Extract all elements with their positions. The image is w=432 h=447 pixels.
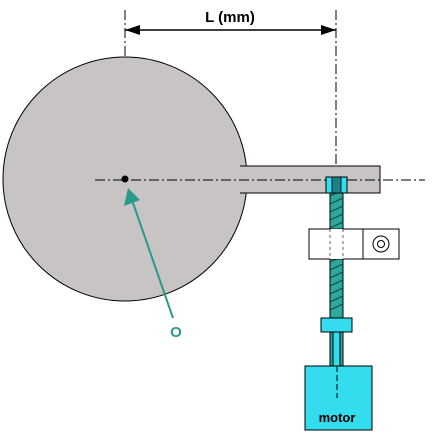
bracket-bolt-inner xyxy=(377,240,385,248)
dimension-arrow-right xyxy=(321,25,336,35)
motor xyxy=(304,365,373,431)
origin-pointer-line xyxy=(131,199,174,319)
origin-point xyxy=(121,175,129,183)
motor-shaft xyxy=(332,331,341,367)
origin-pointer-arrowhead xyxy=(124,188,140,206)
motor-label: motor xyxy=(319,410,356,425)
bracket-screw-pass xyxy=(330,229,343,259)
origin-label: O xyxy=(170,324,182,341)
dimension-label: L (mm) xyxy=(205,9,255,26)
coupling xyxy=(320,317,353,333)
screw-threads xyxy=(329,189,344,311)
dimension-arrow-left xyxy=(125,25,140,35)
top-nut-core xyxy=(331,176,342,194)
